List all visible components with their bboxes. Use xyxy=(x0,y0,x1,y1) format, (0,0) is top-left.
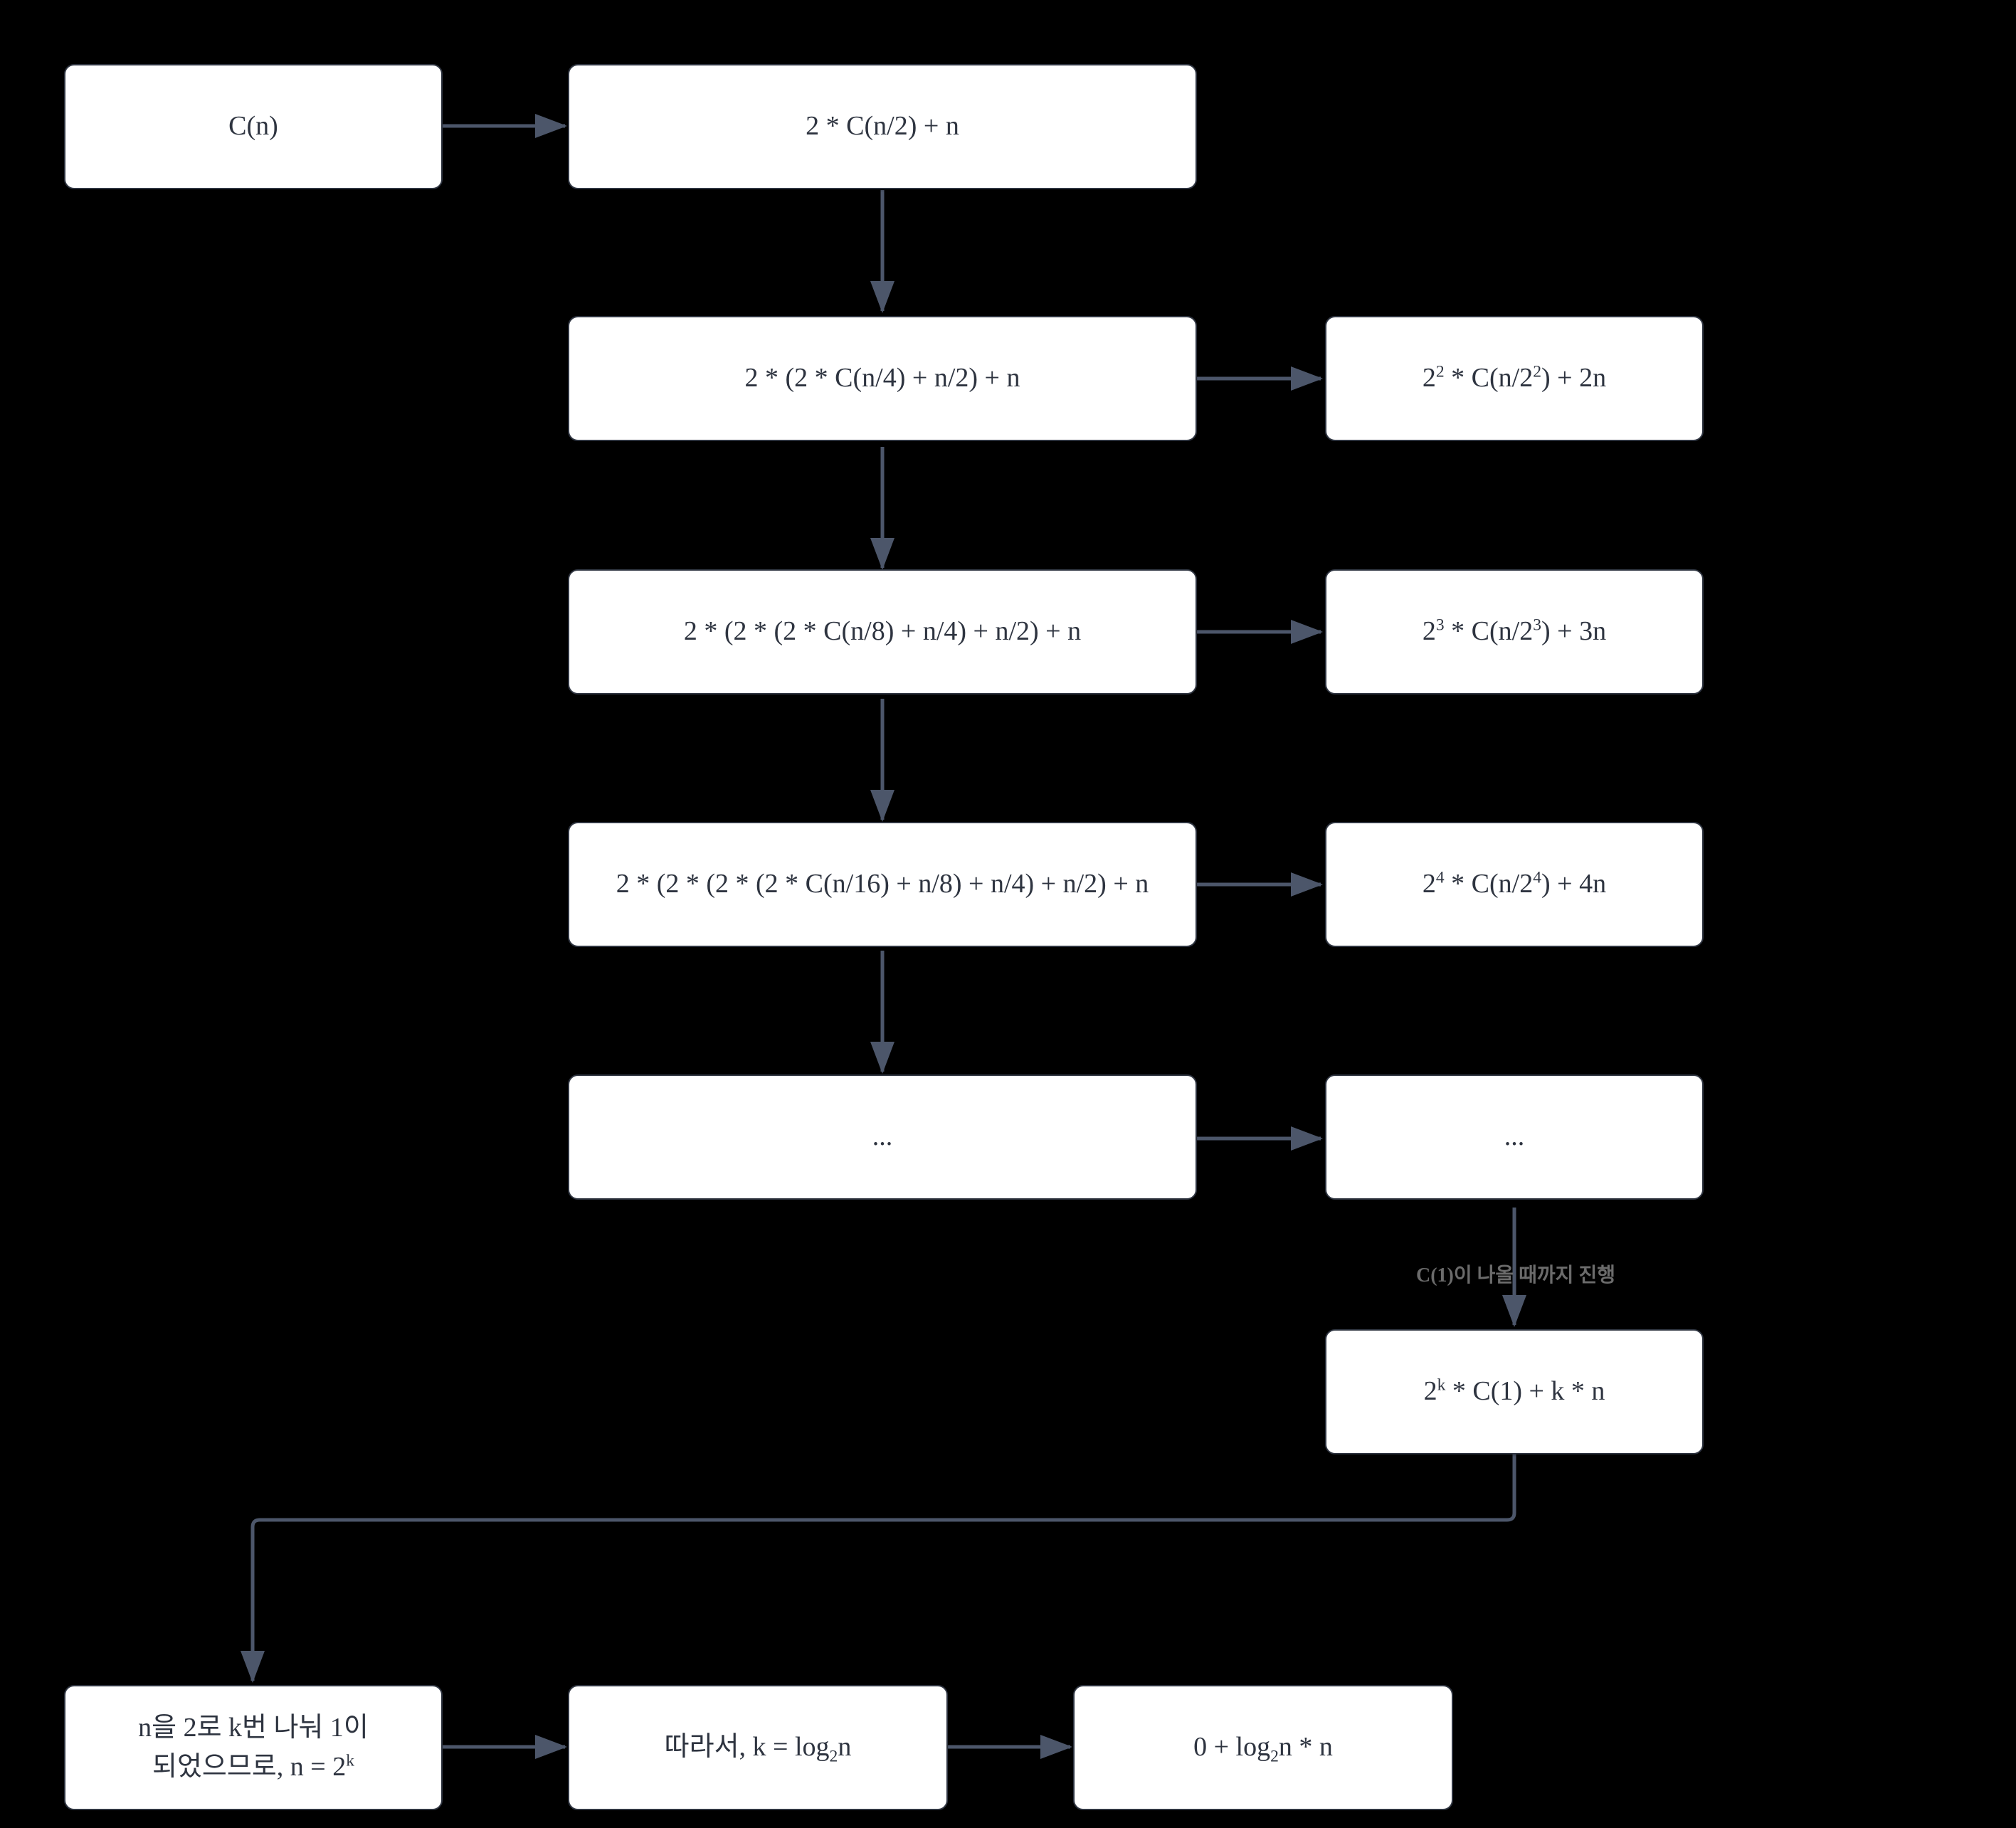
node-step5-ellipsis[interactable]: ... xyxy=(568,1074,1197,1200)
edge-label-until-c1: C(1)이 나올 때까지 진행 xyxy=(1416,1264,1615,1287)
node-step3[interactable]: 2 * (2 * (2 * C(n/8) + n/4) + n/2) + n xyxy=(568,569,1197,694)
node-closedk[interactable]: 2k * C(1) + k * n xyxy=(1325,1329,1704,1454)
node-closed2-label: 22 * C(n/22) + 2n xyxy=(1422,362,1607,393)
node-derive-k-label: 따라서, k = log2n xyxy=(664,1732,852,1767)
node-closed4-label: 24 * C(n/24) + 4n xyxy=(1422,868,1607,899)
node-step4[interactable]: 2 * (2 * (2 * (2 * C(n/16) + n/8) + n/4)… xyxy=(568,822,1197,947)
node-closed2[interactable]: 22 * C(n/22) + 2n xyxy=(1325,316,1704,441)
node-step1-label: 2 * C(n/2) + n xyxy=(806,111,959,142)
node-result[interactable]: 0 + log2n * n xyxy=(1073,1685,1453,1810)
edge-closedk-to-derive-n xyxy=(241,1454,1516,1684)
node-derive-k[interactable]: 따라서, k = log2n xyxy=(568,1685,948,1810)
node-step5-label: ... xyxy=(872,1121,893,1152)
node-cn-label: C(n) xyxy=(228,111,278,142)
node-step4-label: 2 * (2 * (2 * (2 * C(n/16) + n/8) + n/4)… xyxy=(616,869,1149,899)
node-closedk-label: 2k * C(1) + k * n xyxy=(1423,1375,1605,1407)
node-closed5-ellipsis[interactable]: ... xyxy=(1325,1074,1704,1200)
node-result-label: 0 + log2n * n xyxy=(1193,1732,1333,1767)
node-closed3[interactable]: 23 * C(n/23) + 3n xyxy=(1325,569,1704,694)
node-closed3-label: 23 * C(n/23) + 3n xyxy=(1422,616,1607,647)
node-step1[interactable]: 2 * C(n/2) + n xyxy=(568,64,1197,189)
node-step3-label: 2 * (2 * (2 * C(n/8) + n/4) + n/2) + n xyxy=(683,616,1082,647)
node-closed5-label: ... xyxy=(1504,1121,1525,1152)
node-closed4[interactable]: 24 * C(n/24) + 4n xyxy=(1325,822,1704,947)
node-cn[interactable]: C(n) xyxy=(64,64,443,189)
node-step2-label: 2 * (2 * C(n/4) + n/2) + n xyxy=(744,363,1020,393)
node-step2[interactable]: 2 * (2 * C(n/4) + n/2) + n xyxy=(568,316,1197,441)
